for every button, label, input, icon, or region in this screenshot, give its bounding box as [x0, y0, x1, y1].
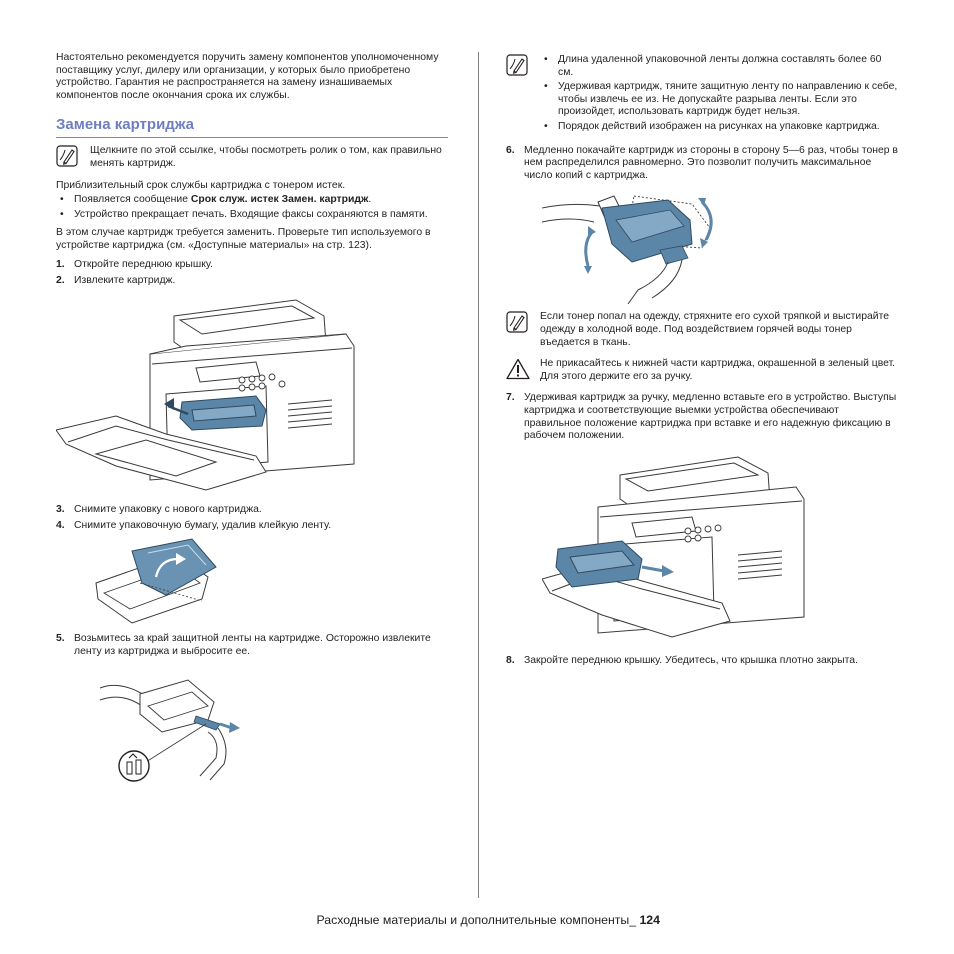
- step-6: 6.Медленно покачайте картридж из стороны…: [506, 144, 898, 181]
- caution-text: Не прикасайтесь к нижней части картриджа…: [540, 358, 896, 382]
- note-icon: [506, 311, 532, 333]
- life-text: Приблизительный срок службы картриджа с …: [56, 179, 346, 191]
- caution-icon: [506, 358, 532, 380]
- step-7: 7.Удерживая картридж за ручку, медленно …: [506, 392, 897, 442]
- right-column: Длина удаленной упаковочной ленты должна…: [506, 52, 898, 671]
- step-2: 2.Извлеките картридж.: [56, 275, 176, 287]
- step-3: 3.Снимите упаковку с нового картриджа.: [56, 503, 262, 515]
- recycle-icon: [118, 750, 150, 782]
- shake-illustration: [542, 186, 898, 305]
- tape-note: Длина удаленной упаковочной ленты должна…: [506, 54, 898, 136]
- video-note: Щелкните по этой ссылке, чтобы посмотрет…: [56, 145, 448, 170]
- steps-list-right: 6.Медленно покачайте картридж из стороны…: [506, 145, 898, 183]
- steps-list-left: 1.Откройте переднюю крышку. 2.Извлеките …: [56, 259, 448, 288]
- intro-paragraph: Настоятельно рекомендуется поручить заме…: [56, 52, 439, 101]
- column-divider: [478, 52, 479, 898]
- step-5: 5.Возьмитесь за край защитной ленты на к…: [56, 632, 431, 657]
- step-8: 8.Закройте переднюю крышку. Убедитесь, ч…: [506, 654, 858, 666]
- steps-list-right-3: 8.Закройте переднюю крышку. Убедитесь, ч…: [506, 655, 898, 668]
- clothing-note-text: Если тонер попал на одежду, стряхните ег…: [540, 311, 890, 348]
- message-text: Срок служ. истек Замен. картридж: [190, 194, 369, 206]
- list-item: Удерживая картридж, тяните защитную лент…: [540, 81, 898, 119]
- printer-remove-illustration: [56, 294, 448, 498]
- clothing-note: Если тонер попал на одежду, стряхните ег…: [506, 311, 898, 349]
- tape-note-list: Длина удаленной упаковочной ленты должна…: [540, 54, 898, 134]
- steps-list-left-2: 3.Снимите упаковку с нового картриджа. 4…: [56, 504, 448, 533]
- note-icon: [506, 54, 532, 76]
- check-paragraph: В этом случае картридж требуется заменит…: [56, 227, 431, 251]
- symptom-list: Появляется сообщение Срок служ. истек За…: [56, 194, 448, 221]
- page-footer: Расходные материалы и дополнительные ком…: [0, 913, 661, 927]
- left-column: Настоятельно рекомендуется поручить заме…: [56, 52, 448, 786]
- unwrap-illustration: [92, 537, 448, 625]
- list-item: Устройство прекращает печать. Входящие ф…: [56, 209, 448, 222]
- list-item: Появляется сообщение Срок служ. истек За…: [56, 194, 448, 207]
- step-4: 4.Снимите упаковочную бумагу, удалив кле…: [56, 520, 332, 532]
- printer-insert-illustration: [542, 447, 898, 649]
- video-note-link[interactable]: Щелкните по этой ссылке, чтобы посмотрет…: [90, 145, 442, 169]
- steps-list-right-2: 7.Удерживая картридж за ручку, медленно …: [506, 392, 898, 442]
- note-icon: [56, 145, 82, 167]
- caution-note: Не прикасайтесь к нижней части картриджа…: [506, 358, 898, 383]
- list-item: Порядок действий изображен на рисунках н…: [540, 121, 898, 134]
- list-item: Длина удаленной упаковочной ленты должна…: [540, 54, 898, 79]
- section-heading: Замена картриджа: [56, 116, 448, 139]
- pull-tape-illustration: [96, 666, 448, 786]
- steps-list-left-3: 5.Возьмитесь за край защитной ленты на к…: [56, 633, 448, 658]
- footer-text: Расходные материалы и дополнительные ком…: [316, 913, 640, 927]
- step-1: 1.Откройте переднюю крышку.: [56, 258, 213, 270]
- page-number: 124: [639, 913, 660, 927]
